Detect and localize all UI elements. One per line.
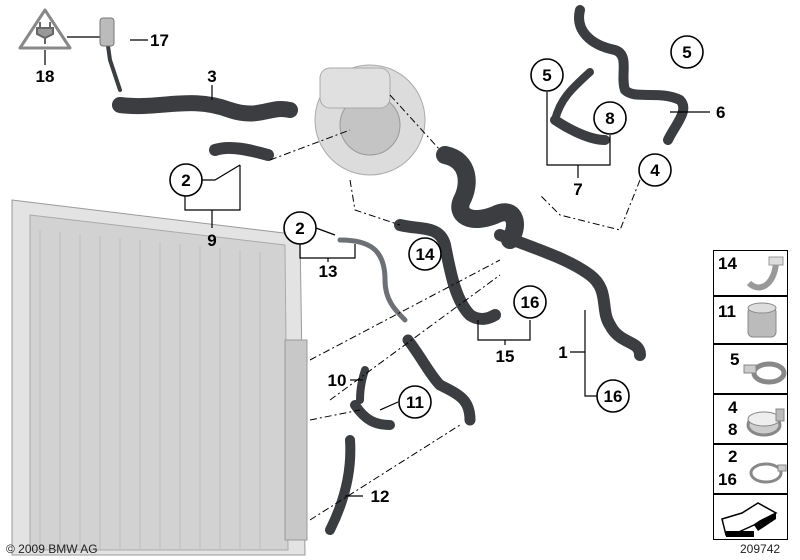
clip-icon	[746, 256, 784, 291]
label-15: 15	[496, 347, 515, 366]
legend-row-2-16: 2 16	[713, 444, 788, 494]
legend-number: 16	[718, 470, 737, 489]
label-13: 13	[319, 262, 338, 281]
diagram-id: 209742	[740, 542, 781, 556]
label-7: 7	[573, 180, 582, 199]
callout-16-center: 16	[513, 285, 547, 319]
hose-clamp-icon	[746, 408, 785, 437]
svg-text:16: 16	[604, 387, 623, 406]
legend-number: 14	[718, 254, 737, 273]
temperature-sensor	[99, 17, 115, 47]
callout-8: 8	[593, 101, 627, 135]
label-17: 17	[150, 31, 169, 50]
water-pump	[314, 64, 426, 176]
svg-text:4: 4	[650, 161, 660, 180]
callout-5-top: 5	[670, 35, 704, 69]
legend-row-5: 5	[713, 344, 788, 394]
callout-16-right: 16	[596, 379, 630, 413]
electrical-plug-warning-icon	[18, 8, 72, 50]
svg-text:14: 14	[416, 245, 435, 264]
label-12: 12	[371, 487, 390, 506]
svg-text:2: 2	[181, 171, 190, 190]
legend-row-11: 11	[713, 296, 788, 344]
legend-number: 8	[728, 420, 738, 439]
svg-text:11: 11	[406, 393, 424, 412]
label-9: 9	[207, 231, 216, 250]
svg-text:2: 2	[295, 219, 304, 238]
callout-2-center: 2	[283, 211, 317, 245]
label-10: 10	[328, 371, 347, 390]
svg-text:5: 5	[682, 43, 691, 62]
legend-number: 11	[718, 302, 736, 321]
hoses	[103, 5, 689, 535]
legend-row-4-8: 4 8	[713, 394, 788, 444]
hose-clamp-icon	[743, 361, 787, 385]
svg-text:16: 16	[521, 293, 540, 312]
callout-14: 14	[408, 237, 442, 271]
legend-number: 5	[730, 350, 740, 369]
direction-arrow-icon	[721, 502, 778, 537]
label-3: 3	[207, 67, 216, 86]
callout-2-left: 2	[169, 163, 203, 197]
legend-number: 4	[728, 398, 738, 417]
leader-lines	[44, 36, 710, 521]
legend-number: 2	[728, 447, 738, 466]
label-1: 1	[558, 343, 567, 362]
connector-icon	[747, 302, 777, 338]
svg-text:8: 8	[605, 109, 614, 128]
radiator	[11, 199, 308, 556]
callout-5: 5	[530, 58, 564, 92]
callout-4: 4	[638, 153, 672, 187]
callout-11: 11	[398, 385, 432, 419]
copyright-text: © 2009 BMW AG	[6, 542, 98, 556]
legend-row-14: 14	[713, 250, 788, 296]
label-18: 18	[36, 67, 55, 86]
spring-clamp-icon	[749, 462, 787, 484]
direction-arrow-box	[713, 494, 788, 540]
svg-text:5: 5	[542, 66, 551, 85]
label-6: 6	[716, 103, 725, 122]
